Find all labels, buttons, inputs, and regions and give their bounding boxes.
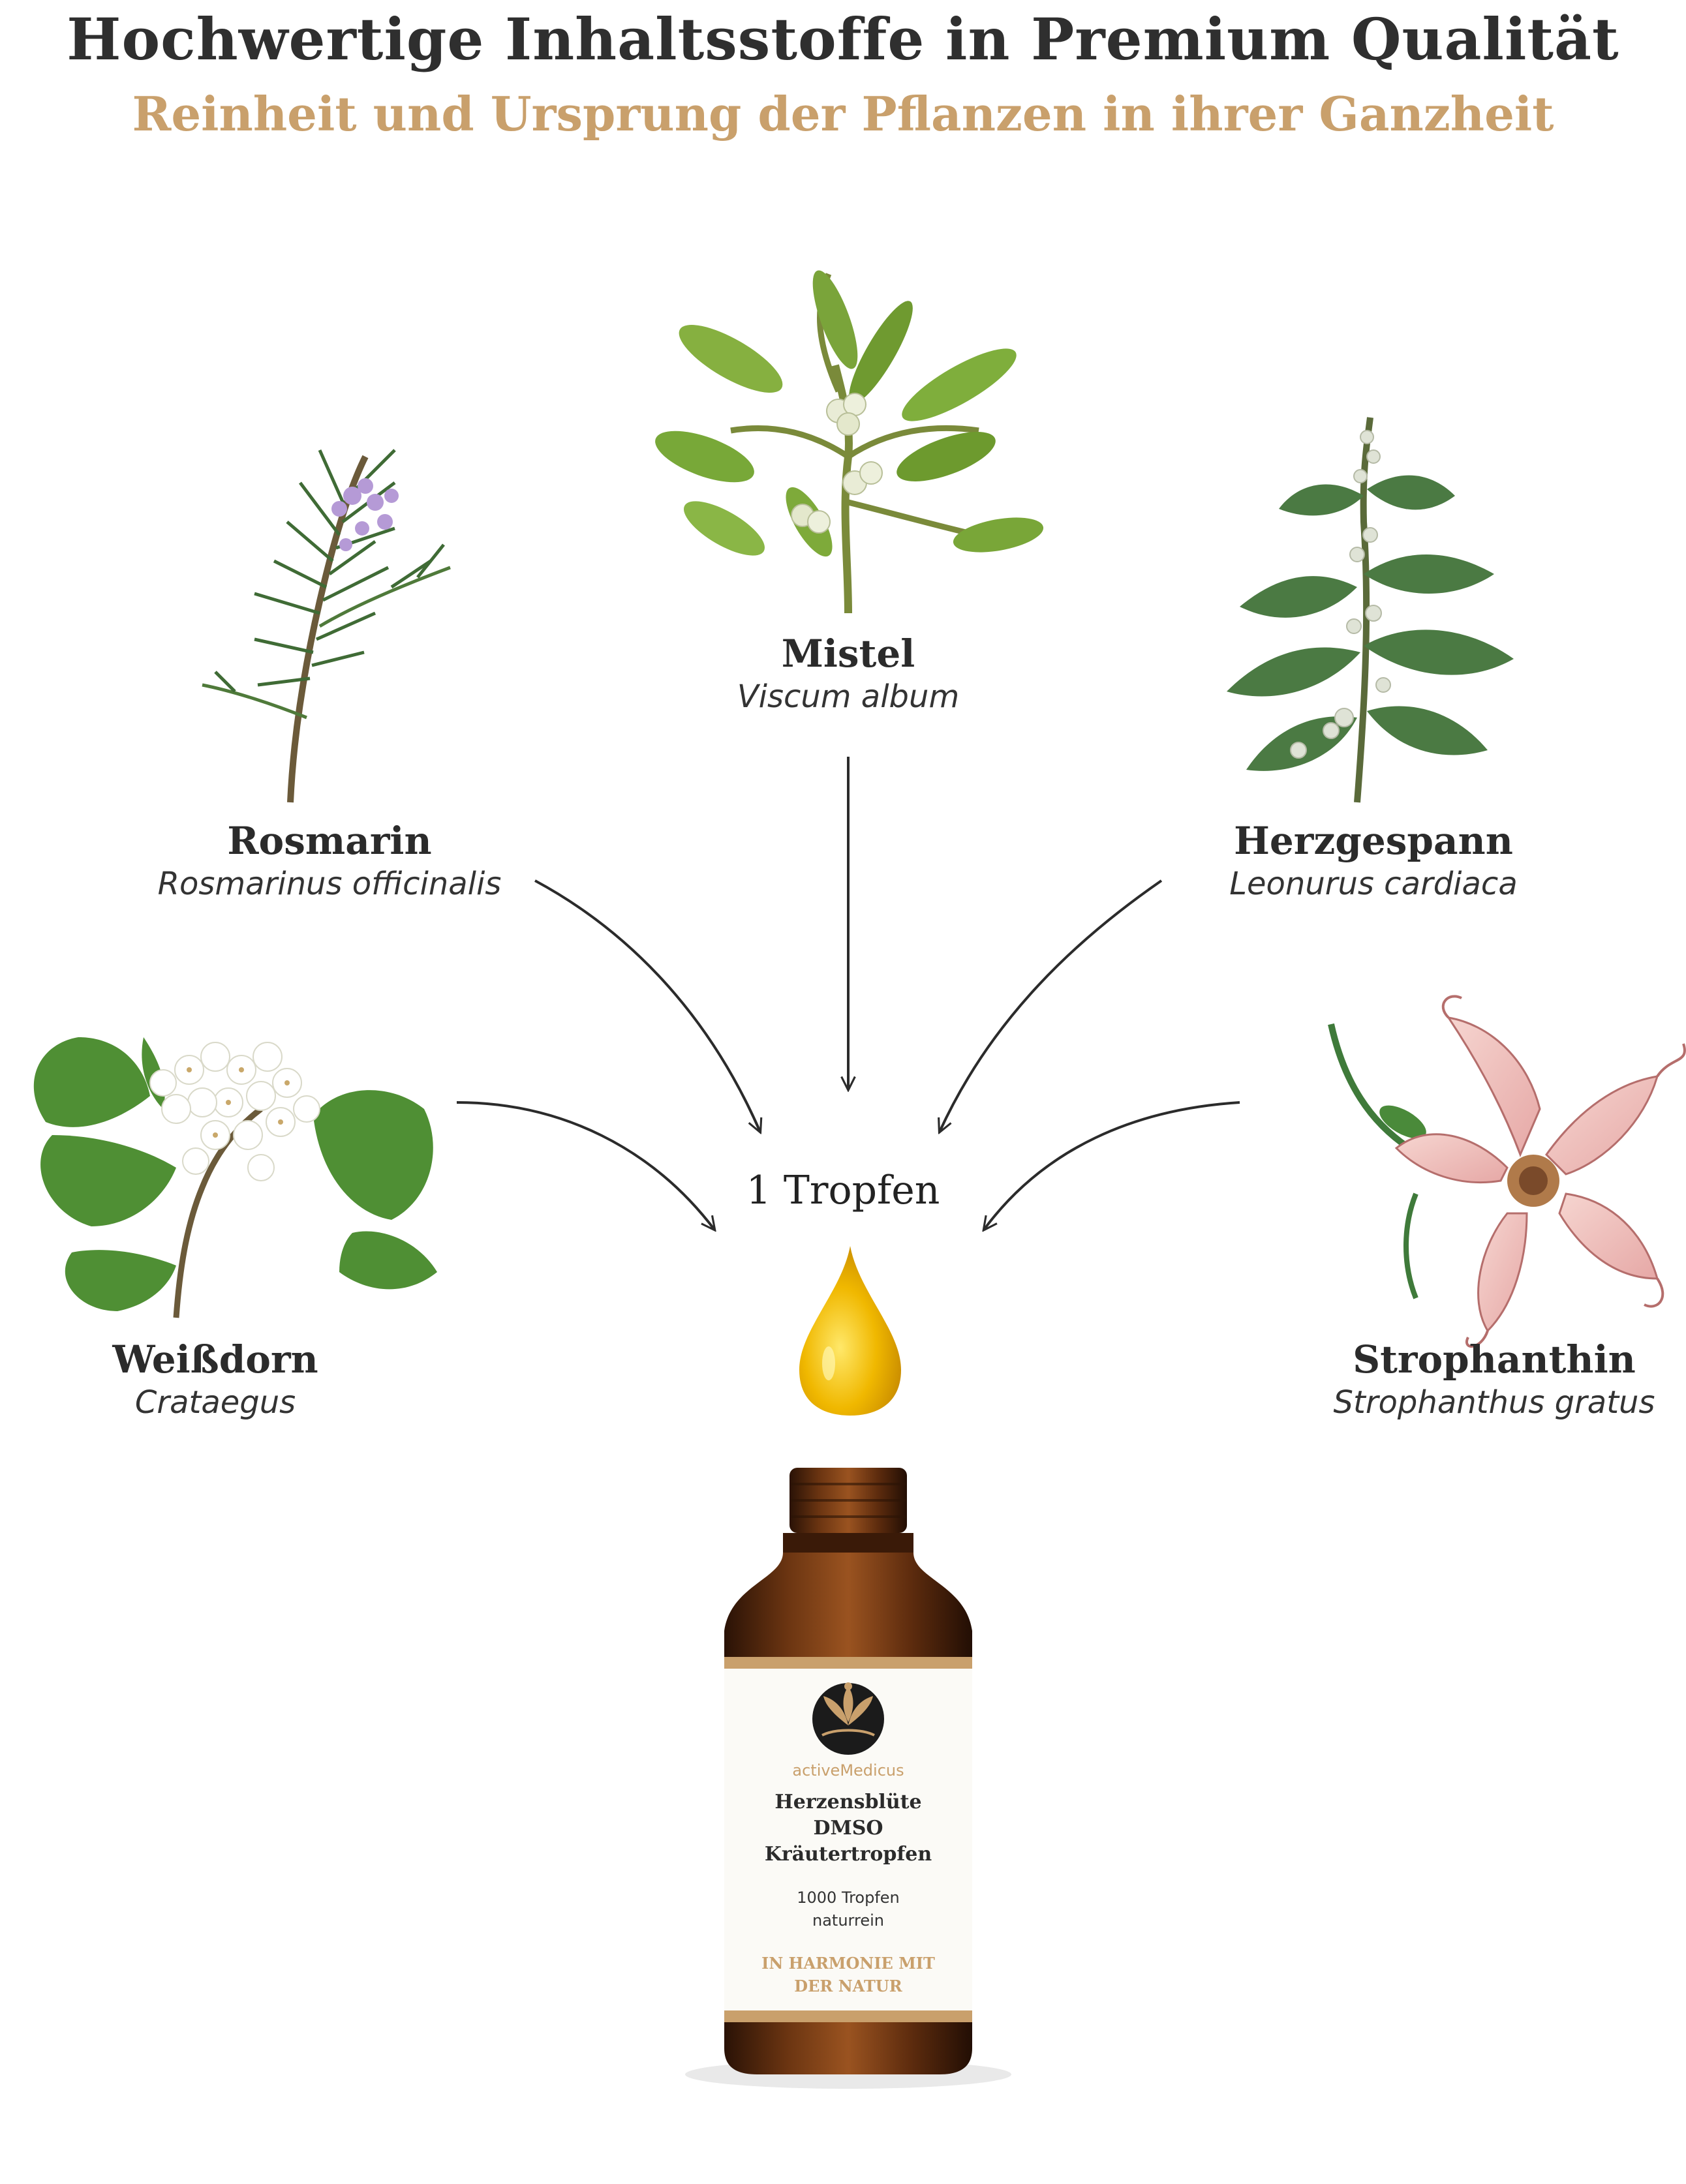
- plant-latin-herzgespann: Leonurus cardiaca: [1229, 866, 1518, 902]
- plant-name-weissdorn: Weißdorn: [112, 1337, 318, 1382]
- bottle-slogan-line2: DER NATUR: [794, 1977, 902, 1995]
- lotus-logo-icon: [812, 1682, 884, 1755]
- plant-latin-rosmarin: Rosmarinus officinalis: [157, 866, 502, 902]
- plant-latin-strophanthin: Strophanthus gratus: [1333, 1384, 1655, 1421]
- bottle-product-line3: Kräutertropfen: [764, 1843, 932, 1866]
- plant-name-strophanthin: Strophanthin: [1353, 1337, 1636, 1382]
- bottle-brand: activeMedicus: [792, 1761, 904, 1780]
- arrow-icon: [456, 757, 1240, 1230]
- mistletoe-illustration: [655, 270, 1044, 614]
- rosemary-illustration: [202, 449, 451, 803]
- bottle-quality: naturrein: [812, 1911, 884, 1930]
- page-subtitle: Reinheit und Ursprung der Pflanzen in ih…: [132, 86, 1554, 142]
- plant-name-mistel: Mistel: [781, 631, 915, 676]
- plant-name-herzgespann: Herzgespann: [1234, 819, 1513, 863]
- plant-latin-weissdorn: Crataegus: [134, 1384, 296, 1421]
- drops-label: 1 Tropfen: [746, 1168, 940, 1213]
- motherwort-illustration: [1227, 417, 1514, 803]
- plant-name-rosmarin: Rosmarin: [227, 819, 432, 863]
- bottle-slogan-line1: IN HARMONIE MIT: [761, 1954, 935, 1973]
- strophanthus-flower-illustration: [1328, 995, 1686, 1348]
- page-title: Hochwertige Inhaltsstoffe in Premium Qua…: [67, 5, 1619, 73]
- plant-latin-mistel: Viscum album: [737, 678, 960, 715]
- oil-drop-icon: [799, 1246, 901, 1416]
- bottle-product-line1: Herzensblüte: [774, 1791, 922, 1813]
- hawthorn-illustration: [33, 1037, 437, 1318]
- bottle-quantity: 1000 Tropfen: [797, 1888, 900, 1907]
- bottle-product-line2: DMSO: [813, 1817, 883, 1840]
